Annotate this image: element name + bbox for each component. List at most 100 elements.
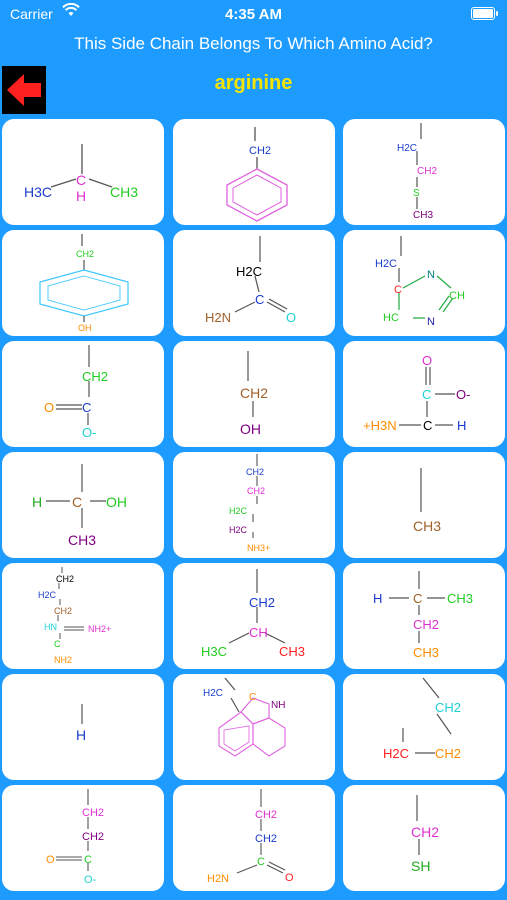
svg-text:CH2: CH2 [417,166,437,177]
svg-text:CH2: CH2 [82,831,104,843]
svg-text:O: O [286,310,296,325]
isoleucine-structure: H C CH3 CH2 CH3 [373,571,473,660]
svg-text:CH2: CH2 [249,595,275,610]
svg-text:NH2: NH2 [54,655,72,665]
svg-text:O: O [44,400,54,415]
methionine-structure: H2C CH2 S CH3 [397,123,437,221]
svg-text:CH: CH [449,290,465,302]
svg-text:NH3+: NH3+ [247,543,270,553]
svg-text:H2C: H2C [375,258,397,270]
svg-text:CH3: CH3 [279,644,305,659]
svg-text:OH: OH [240,421,261,437]
svg-text:C: C [82,400,91,415]
side-chain-tile-tyrosine[interactable]: CH2 OH [2,230,164,336]
tryptophan-structure: H2C C NH [203,677,286,757]
svg-text:H: H [457,418,466,433]
svg-text:CH2: CH2 [435,700,461,715]
side-chain-tile-phenylalanine[interactable]: CH2 [172,119,335,225]
svg-text:CH: CH [249,625,268,640]
side-chain-tile-methionine[interactable]: H2C CH2 S CH3 [343,119,505,225]
tyrosine-structure: CH2 OH [39,234,129,333]
svg-text:O-: O- [84,874,97,886]
question-title: This Side Chain Belongs To Which Amino A… [74,34,433,53]
side-chain-tile-isoleucine[interactable]: H C CH3 CH2 CH3 [343,563,505,669]
svg-text:C: C [257,856,265,868]
svg-text:O: O [422,353,432,368]
side-chain-tile-glutamate[interactable]: CH2 CH2 O C O- [2,785,164,891]
threonine-structure: H C OH CH3 [32,464,127,548]
side-chain-tile-histidine[interactable]: H2C N CH C HC N [343,230,505,336]
svg-text:CH2: CH2 [413,617,439,632]
svg-text:SH: SH [411,858,430,874]
side-chain-tile-tryptophan[interactable]: H2C C NH [172,674,335,780]
svg-text:H2C: H2C [397,143,417,154]
svg-text:H3C: H3C [24,184,52,200]
svg-text:O: O [285,872,294,884]
arginine-structure: CH2 H2C CH2 HN C NH2+ NH2 [38,567,111,665]
side-chain-tile-glycine[interactable]: H [2,674,164,780]
svg-text:O: O [46,854,55,866]
side-chain-grid: H3C C H CH3 CH2 H2C CH2 S CH3 [2,119,505,891]
side-chain-tile-arginine[interactable]: CH2 H2C CH2 HN C NH2+ NH2 [2,563,164,669]
svg-text:CH2: CH2 [411,824,439,840]
side-chain-tile-glutamine[interactable]: CH2 CH2 H2N C O [172,785,335,891]
svg-text:HN: HN [44,622,57,632]
svg-text:CH2: CH2 [255,833,277,845]
backbone-structure: O C O- +H3N C H [363,353,470,433]
svg-text:CH2: CH2 [255,809,277,821]
glutamate-structure: CH2 CH2 O C O- [46,789,104,886]
svg-text:CH2: CH2 [435,746,461,761]
wifi-icon [62,2,80,22]
svg-text:CH3: CH3 [413,645,439,660]
leucine-structure: CH2 CH H3C CH3 [201,569,305,659]
phenylalanine-structure: CH2 [225,127,288,222]
svg-text:H2C: H2C [229,506,248,516]
svg-text:H: H [373,591,382,606]
cysteine-structure: CH2 SH [411,795,439,874]
back-button[interactable] [2,66,46,114]
side-chain-tile-serine[interactable]: CH2 OH [172,341,335,447]
svg-text:N: N [427,269,435,281]
svg-text:CH3: CH3 [413,210,433,221]
side-chain-tile-asparagine[interactable]: H2C H2N C O [172,230,335,336]
svg-text:C: C [76,172,86,188]
aspartate-structure: CH2 O C O- [44,345,108,440]
svg-text:CH2: CH2 [82,807,104,819]
asparagine-structure: H2C H2N C O [205,236,296,325]
svg-text:+H3N: +H3N [363,418,397,433]
side-chain-tile-alanine[interactable]: CH3 [343,452,505,558]
status-bar: Carrier 4:35 AM [0,0,507,28]
carrier-label: Carrier [10,6,53,22]
side-chain-tile-proline[interactable]: CH2 H2C CH2 [343,674,505,780]
side-chain-tile-aspartate[interactable]: CH2 O C O- [2,341,164,447]
svg-text:C: C [84,854,92,866]
svg-text:C: C [249,692,256,703]
svg-text:H: H [32,494,42,510]
back-arrow-icon [7,74,41,106]
svg-text:C: C [422,387,431,402]
side-chain-tile-cysteine[interactable]: CH2 SH [343,785,505,891]
svg-text:H3C: H3C [201,644,227,659]
side-chain-tile-leucine[interactable]: CH2 CH H3C CH3 [172,563,335,669]
svg-text:CH3: CH3 [110,184,138,200]
svg-text:O-: O- [456,387,470,402]
svg-text:CH2: CH2 [76,249,94,259]
svg-text:C: C [413,591,422,606]
glutamine-structure: CH2 CH2 H2N C O [207,789,294,885]
svg-text:CH2: CH2 [54,606,72,616]
proline-structure: CH2 H2C CH2 [383,677,461,761]
svg-text:H2C: H2C [383,746,409,761]
side-chain-tile-threonine[interactable]: H C OH CH3 [2,452,164,558]
svg-text:H2N: H2N [207,873,229,885]
side-chain-tile-valine[interactable]: H3C C H CH3 [2,119,164,225]
svg-text:C: C [423,418,432,433]
svg-text:CH2: CH2 [247,486,265,496]
battery-icon [471,7,498,20]
svg-text:C: C [255,292,264,307]
side-chain-tile-backbone[interactable]: O C O- +H3N C H [343,341,505,447]
svg-text:CH3: CH3 [413,518,441,534]
svg-text:CH2: CH2 [246,467,264,477]
side-chain-tile-lysine[interactable]: CH2 CH2 H2C H2C NH3+ [172,452,335,558]
svg-text:H: H [76,727,86,743]
svg-text:NH2+: NH2+ [88,624,111,634]
